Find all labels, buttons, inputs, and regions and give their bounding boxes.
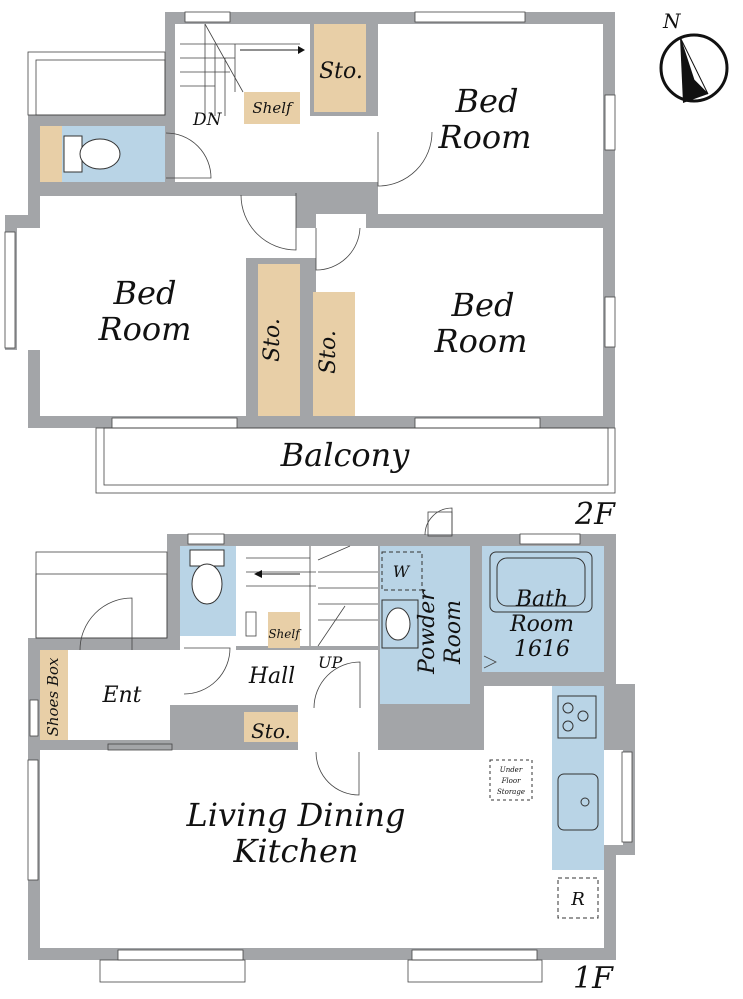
underfloor-label-2: Floor: [501, 777, 522, 785]
bath-room-label-1: Bath: [515, 587, 568, 612]
balcony-rail: [27, 51, 616, 494]
shelf-2f-label: Shelf: [252, 99, 294, 117]
stove-icon: [557, 695, 597, 739]
second-floor: Bed Room Bed Room Bed Room Sto. Shelf DN…: [4, 11, 616, 532]
storage-mid-left-label: Sto.: [260, 318, 285, 362]
bath-room-label-2: Room: [509, 612, 574, 637]
balcony-label: Balcony: [280, 436, 411, 474]
stair-down-label: DN: [192, 110, 223, 130]
toilet-1f-icon: [189, 549, 225, 605]
bed-room-ne-label-2: Room: [438, 118, 532, 156]
storage-1f-label: Sto.: [251, 719, 291, 743]
powder-room-label-1: Powder: [415, 589, 440, 675]
bed-room-w-label-2: Room: [98, 310, 192, 348]
washbasin-icon: [381, 599, 419, 649]
storage-mid-right-label: Sto.: [316, 330, 341, 374]
ldk-label-1: Living Dining: [186, 796, 406, 834]
stairs-2f: [180, 23, 305, 116]
windows-2f: [4, 11, 616, 429]
doors-1f: [79, 507, 497, 796]
toilet-2f-icon: [63, 135, 121, 173]
bath-room-label-3: 1616: [514, 637, 570, 662]
shoes-box-label: Shoes Box: [44, 657, 62, 736]
bed-room-se-label-1: Bed: [451, 286, 515, 324]
washer-box-icon: [381, 551, 423, 591]
fridge-box-icon: [557, 877, 599, 919]
fridge-label: R: [570, 889, 585, 910]
stair-up-label: UP: [318, 653, 342, 672]
doors-2f: [165, 131, 433, 271]
floor-1f-label: 1F: [573, 961, 614, 996]
windows-1f: [27, 533, 633, 961]
bed-room-w-label-1: Bed: [113, 274, 177, 312]
underfloor-label-3: Storage: [497, 788, 525, 796]
bathtub-icon: [489, 551, 593, 613]
bed-room-se-label-2: Room: [434, 322, 528, 360]
ldk-label-2: Kitchen: [232, 832, 358, 870]
first-floor: Shoes Box Ent Hall UP Shelf Sto. W Powde…: [27, 507, 635, 996]
compass: N: [659, 9, 729, 103]
shelf-1f-label: Shelf: [268, 627, 302, 641]
stairs-1f: [245, 545, 378, 647]
powder-room-label-2: Room: [441, 600, 466, 665]
storage-top-label: Sto.: [319, 59, 363, 84]
underfloor-label-1: Under: [500, 766, 523, 774]
porch-outline: [35, 551, 543, 983]
sink-icon: [557, 773, 599, 831]
hall-label: Hall: [248, 664, 295, 689]
underfloor-storage-box: [489, 759, 533, 801]
washer-label: W: [393, 562, 411, 581]
floor-2f-label: 2F: [574, 497, 616, 532]
north-label: N: [662, 9, 682, 33]
entrance-label: Ent: [101, 683, 141, 708]
bed-room-ne-label-1: Bed: [455, 82, 519, 120]
